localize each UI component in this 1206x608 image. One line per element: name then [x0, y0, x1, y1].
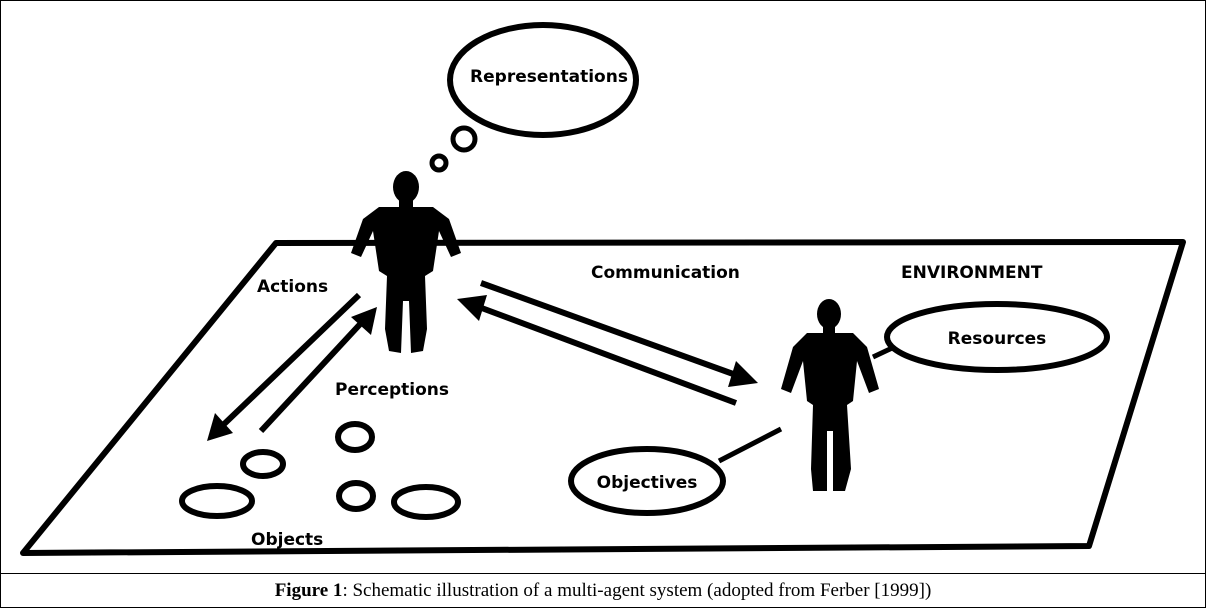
environment-label: ENVIRONMENT: [901, 263, 1043, 283]
thought-circle-small: [429, 153, 449, 173]
agent-right-figure: [781, 299, 879, 491]
object-ellipse: [391, 484, 461, 520]
representations-bubble: [447, 22, 639, 138]
agent-left-figure: [351, 171, 461, 353]
object-ellipse: [240, 449, 286, 479]
actions-label: Actions: [257, 277, 328, 297]
communication-label: Communication: [591, 263, 740, 283]
perceptions-label: Perceptions: [335, 380, 449, 400]
objectives-label: Objectives: [597, 473, 698, 493]
object-ellipse: [336, 480, 376, 512]
action-perception-arrows: [207, 292, 377, 441]
objects-group: [179, 421, 461, 520]
figure-caption-label: Figure 1: [274, 579, 343, 601]
diagram-area: Representations Actions Communication EN…: [1, 1, 1205, 574]
figure-caption-text: : Schematic illustration of a multi-agen…: [342, 579, 932, 601]
multi-agent-diagram: Representations Actions Communication EN…: [20, 22, 1186, 556]
objectives-bubble: [568, 446, 726, 516]
communication-arrows: [457, 280, 758, 406]
objects-label: Objects: [251, 530, 323, 550]
figure-caption: Figure 1: Schematic illustration of a mu…: [1, 574, 1205, 607]
resources-label: Resources: [948, 329, 1047, 349]
resources-bubble: [884, 301, 1110, 373]
representations-label: Representations: [470, 67, 628, 87]
thought-circle-large: [450, 125, 478, 153]
object-ellipse: [335, 421, 375, 453]
object-ellipse: [179, 483, 255, 519]
environment-plane: [20, 239, 1186, 556]
